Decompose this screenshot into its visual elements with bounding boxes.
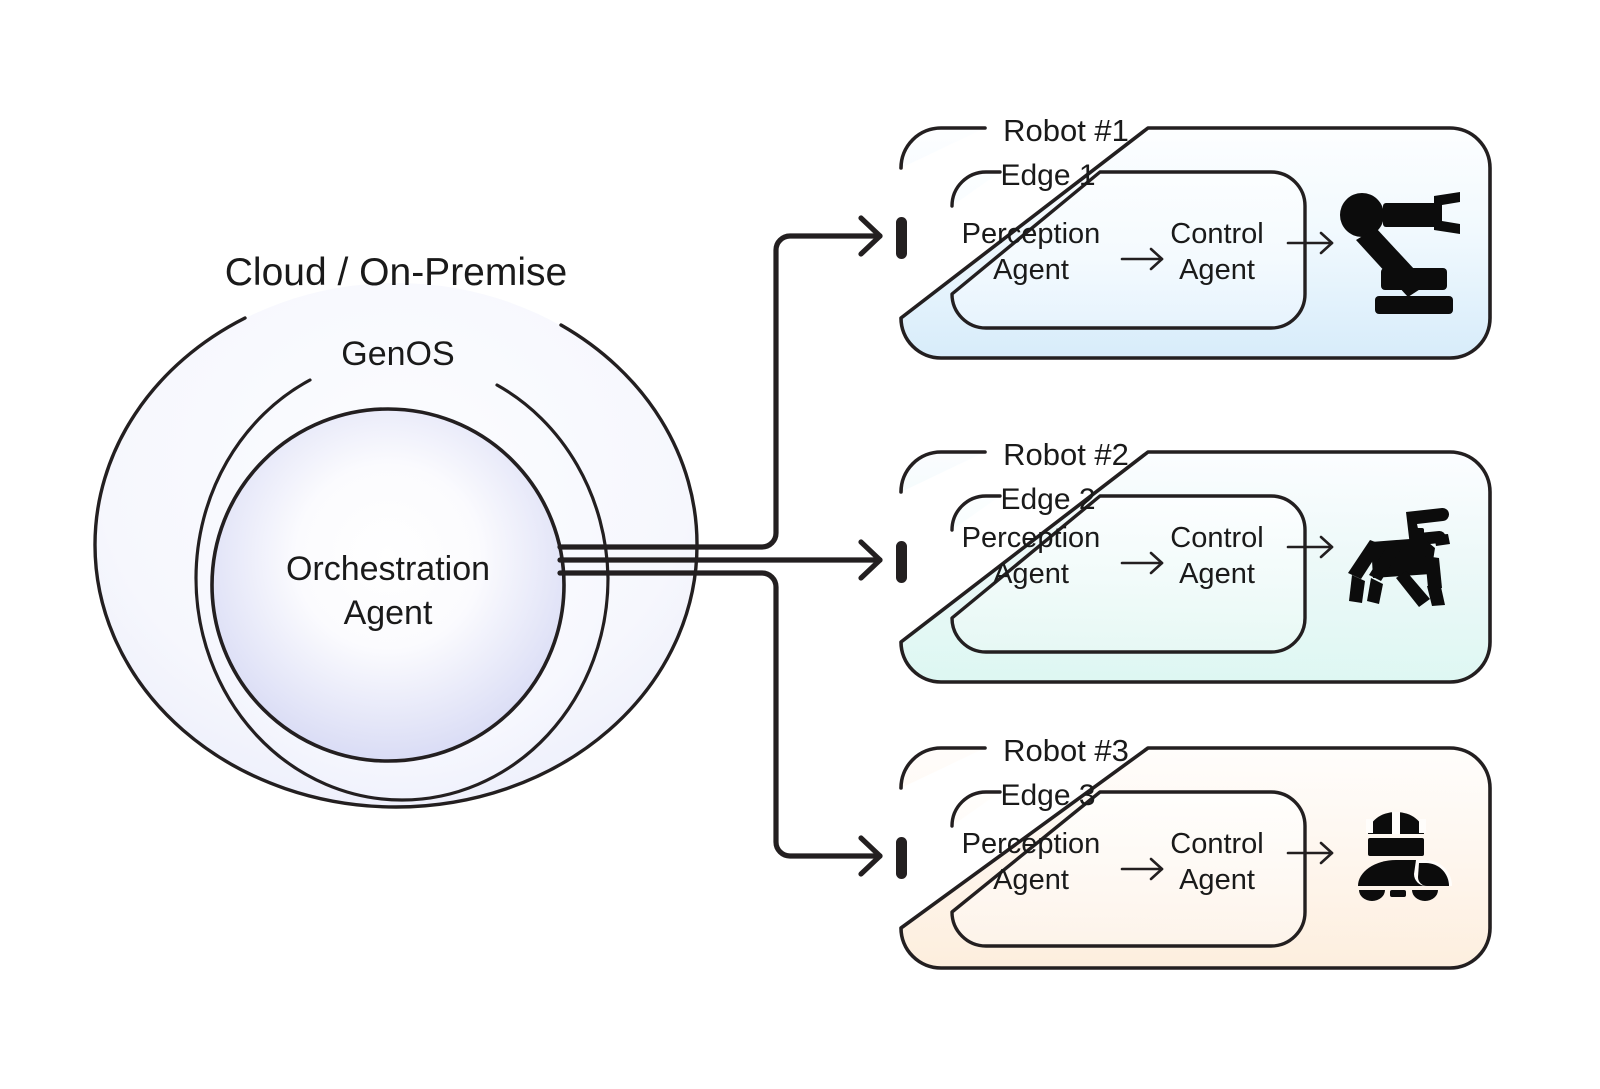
control-agent-label-line2: Agent [1179, 254, 1255, 286]
connection-port-bar [896, 217, 907, 259]
genos-label: GenOS [341, 335, 454, 373]
arrow-right-icon [858, 539, 883, 581]
control-agent-label-line1: Control [1170, 522, 1264, 554]
mobile-robot-icon [1358, 812, 1452, 901]
fan-out-connectors [557, 233, 883, 859]
edge-inner-arrow-3 [1120, 857, 1164, 881]
robot-card-3-label: Robot #3 [1003, 733, 1129, 768]
perception-agent-label-line1: Perception [962, 522, 1101, 554]
connection-port-bar [896, 837, 907, 879]
cloud-outer-label: Cloud / On-Premise [225, 251, 567, 294]
orchestration-agent-label-line1: Orchestration [286, 550, 490, 588]
genos-outline [194, 378, 610, 802]
robot-dog-icon [1348, 507, 1450, 607]
arrow-right-icon [858, 835, 883, 877]
arrow-right-icon [1319, 841, 1334, 865]
edge-inner-arrow-1 [1120, 247, 1164, 271]
arrow-right-icon [1149, 247, 1164, 271]
cloud-on-premise-group: Cloud / On-Premise GenOS Orchestration A… [93, 251, 699, 809]
connector-line-robot3 [557, 570, 883, 859]
perception-agent-label-line1: Perception [962, 218, 1101, 250]
edge-inner-arrow-2 [1120, 551, 1164, 575]
control-agent-label-line2: Agent [1179, 558, 1255, 590]
edge-box-1-label: Edge 1 [1000, 159, 1095, 192]
arrow-right-icon [1319, 535, 1334, 559]
arrow-right-icon [1149, 857, 1164, 881]
arrow-right-icon [858, 215, 883, 257]
edge-box-2-outline [950, 494, 1307, 654]
orchestration-agent-circle[interactable] [210, 407, 566, 763]
perception-agent-label-line1: Perception [962, 828, 1101, 860]
edge-output-arrow-1 [1286, 231, 1334, 255]
control-agent-label-line2: Agent [1179, 864, 1255, 896]
edge-box-2-label: Edge 2 [1000, 483, 1095, 516]
robot-arm-icon [1340, 192, 1460, 314]
control-agent-label-line1: Control [1170, 218, 1264, 250]
connector-arrowheads [858, 215, 883, 877]
orchestration-agent-label-line2: Agent [344, 594, 433, 632]
edge-box-1-outline [950, 170, 1307, 330]
connection-ports [896, 217, 907, 879]
arrow-right-icon [1319, 231, 1334, 255]
edge-output-arrow-3 [1286, 841, 1334, 865]
perception-agent-label-line2: Agent [993, 254, 1069, 286]
robot-card-3[interactable]: Robot #3 Edge 3 Perception Agent Control… [899, 733, 1492, 970]
perception-agent-label-line2: Agent [993, 558, 1069, 590]
robot-card-2[interactable]: Robot #2 Edge 2 Perception Agent Control… [899, 437, 1492, 684]
cloud-outer-outline [93, 316, 699, 809]
perception-agent-label-line2: Agent [993, 864, 1069, 896]
robot-card-2-label: Robot #2 [1003, 437, 1129, 472]
robot-card-1[interactable]: Robot #1 Edge 1 Perception Agent Control… [899, 113, 1492, 360]
connection-port-bar [896, 541, 907, 583]
control-agent-label-line1: Control [1170, 828, 1264, 860]
edge-box-3-label: Edge 3 [1000, 779, 1095, 812]
edge-output-arrow-2 [1286, 535, 1334, 559]
arrow-right-icon [1149, 551, 1164, 575]
connector-line-robot1 [557, 233, 883, 550]
robot-card-1-label: Robot #1 [1003, 113, 1129, 148]
